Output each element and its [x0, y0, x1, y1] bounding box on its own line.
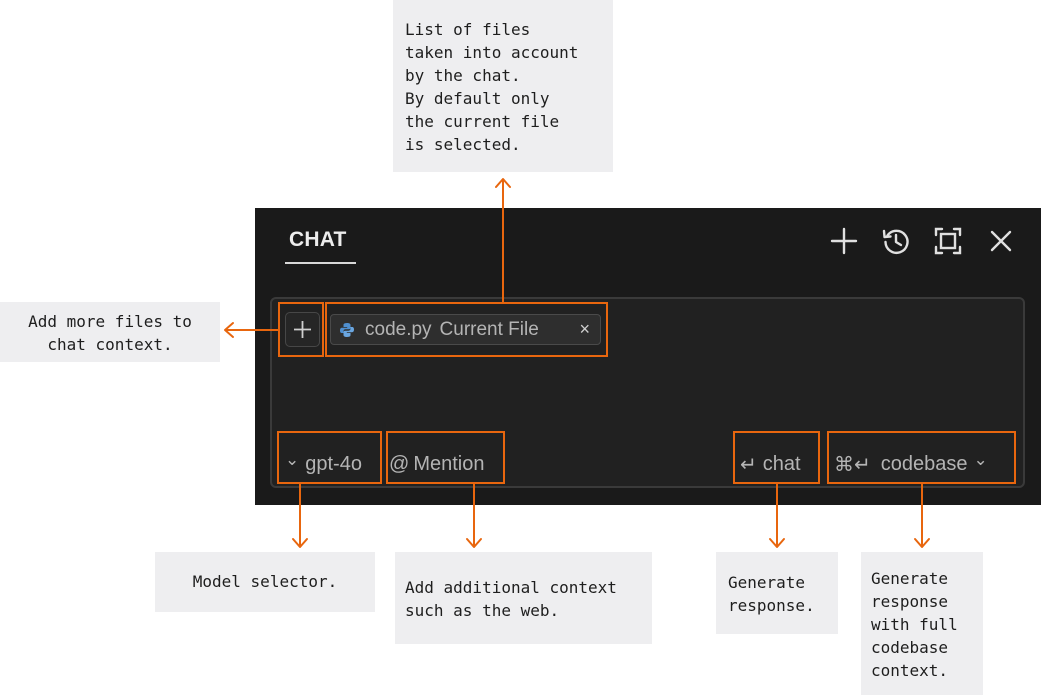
- chat-tab-title[interactable]: CHAT: [289, 228, 347, 251]
- chevron-down-icon: ⌄: [285, 450, 300, 469]
- send-chat-label: chat: [762, 452, 801, 475]
- file-chip-tag: Current File: [439, 318, 539, 340]
- model-label: gpt-4o: [305, 452, 362, 475]
- enter-icon: ↵: [740, 453, 757, 476]
- highlight-send-codebase: [827, 431, 1016, 484]
- file-chip-filename: code.py: [365, 318, 432, 340]
- new-chat-icon[interactable]: [829, 226, 859, 256]
- highlight-add-files: [278, 302, 324, 357]
- current-file-chip[interactable]: code.py Current File ×: [330, 314, 601, 345]
- chevron-down-icon: ⌄: [973, 450, 988, 469]
- highlight-mention: [386, 431, 505, 484]
- add-context-button[interactable]: [285, 312, 320, 347]
- annotation-generate-codebase: Generate response with full codebase con…: [861, 552, 983, 695]
- highlight-send-chat: [733, 431, 820, 484]
- plus-icon: [294, 321, 311, 338]
- highlight-model-selector: [277, 431, 382, 484]
- python-icon: [340, 322, 354, 337]
- annotation-generate: Generate response.: [716, 552, 838, 634]
- mention-button[interactable]: @ Mention: [389, 444, 484, 484]
- cmd-enter-icon: ⌘↵: [834, 453, 871, 476]
- annotation-model-selector: Model selector.: [155, 552, 375, 612]
- maximize-icon[interactable]: [933, 226, 963, 256]
- send-codebase-label: codebase: [880, 452, 968, 475]
- model-selector[interactable]: ⌄ gpt-4o: [285, 444, 362, 484]
- annotation-add-files: Add more files to chat context.: [0, 302, 220, 362]
- chat-tab-underline: [285, 262, 356, 264]
- close-icon[interactable]: [986, 226, 1016, 256]
- at-icon: @: [389, 452, 410, 475]
- remove-file-icon[interactable]: ×: [579, 319, 590, 339]
- send-codebase-button[interactable]: ⌘↵ codebase ⌄: [834, 444, 988, 484]
- send-chat-button[interactable]: ↵ chat: [740, 444, 801, 484]
- highlight-file-chip: [325, 302, 608, 357]
- mention-label: Mention: [413, 452, 485, 475]
- annotation-mention: Add additional context such as the web.: [395, 552, 652, 644]
- chat-panel: CHAT code.py Current File × ⌄ gpt-4o: [255, 208, 1041, 505]
- history-icon[interactable]: [881, 226, 911, 256]
- annotation-files-list: List of files taken into account by the …: [393, 0, 613, 172]
